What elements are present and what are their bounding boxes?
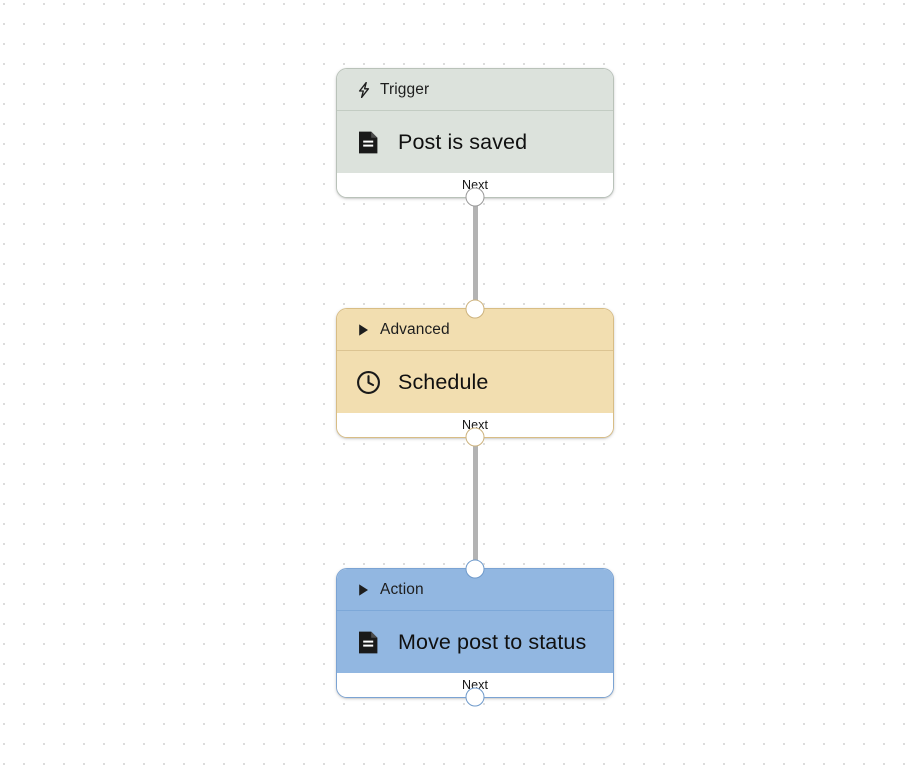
connection-handle-source-advanced[interactable] — [465, 427, 485, 447]
edge-advanced-to-action — [473, 437, 478, 568]
node-divider — [337, 350, 613, 351]
connection-handle-target-action[interactable] — [465, 559, 485, 579]
workflow-node-trigger[interactable]: Trigger Post is saved Next — [336, 68, 614, 207]
triangle-right-icon[interactable] — [356, 322, 371, 338]
node-body-action[interactable]: Move post to status — [337, 611, 613, 673]
node-title: Move post to status — [398, 629, 587, 654]
node-header-trigger[interactable]: Trigger — [337, 69, 613, 110]
edge-trigger-to-advanced — [473, 197, 478, 308]
connection-handle-source-action[interactable] — [465, 687, 485, 707]
connection-handle-target-advanced[interactable] — [465, 299, 485, 319]
node-header-label: Trigger — [380, 80, 430, 98]
node-title: Schedule — [398, 369, 489, 394]
node-divider — [337, 610, 613, 611]
workflow-node-action[interactable]: Action Move post to status Next — [336, 559, 614, 707]
node-header-label: Action — [380, 580, 424, 598]
clock-icon — [356, 370, 381, 395]
node-body-trigger[interactable]: Post is saved — [337, 111, 613, 173]
workflow-node-advanced[interactable]: Advanced Schedule Next — [336, 299, 614, 447]
node-divider — [337, 110, 613, 111]
connection-handle-source-trigger[interactable] — [465, 187, 485, 207]
node-title: Post is saved — [398, 129, 528, 154]
document-icon — [356, 130, 381, 155]
node-header-label: Advanced — [380, 320, 450, 338]
zap-icon — [356, 81, 371, 98]
triangle-right-icon[interactable] — [356, 582, 371, 598]
document-icon — [356, 630, 381, 655]
node-body-advanced[interactable]: Schedule — [337, 351, 613, 413]
